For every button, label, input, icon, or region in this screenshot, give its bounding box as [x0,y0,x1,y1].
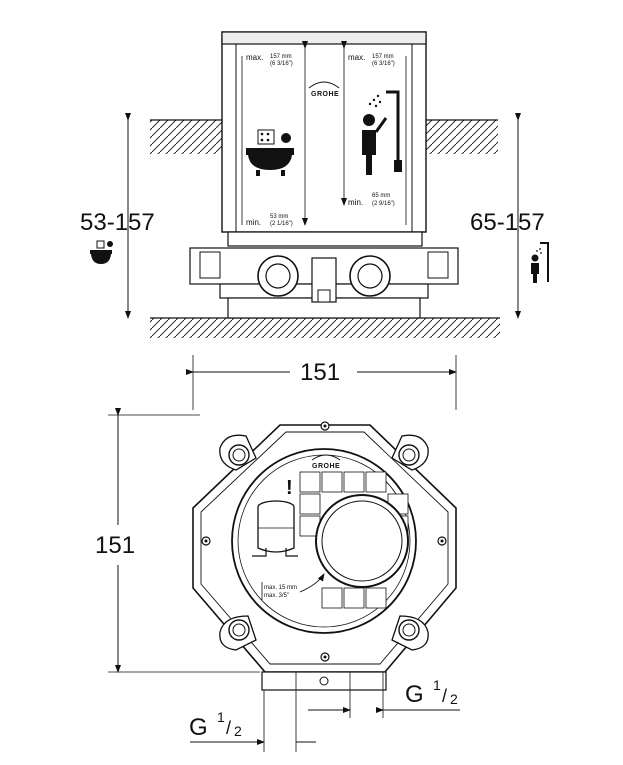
thread-label-left: G 1 / 2 [189,709,242,741]
max-depth-mm: max. 15 mm [264,585,297,591]
svg-text:2: 2 [450,691,458,707]
shower-icon [362,90,402,175]
svg-text:/: / [226,718,231,738]
max-label-left: max. [246,53,263,62]
screws [201,421,447,662]
max-value-right: 157 mm [372,54,394,60]
valve-body-side [189,231,459,319]
max-value-left: 157 mm [270,54,292,60]
warning-mark: ! [286,477,293,499]
mounting-ears [219,434,429,651]
svg-text:1: 1 [217,709,225,725]
brand-logo-front: GROHE [311,454,341,470]
central-port-inner [321,500,403,582]
height-dimension: 151 [95,532,135,559]
bathtub-icon [246,129,294,176]
cartridge-icon [252,500,298,557]
max-label-right: max. [348,53,365,62]
thread-label-right: G 1 / 2 [405,677,458,708]
width-dimension: 151 [300,359,340,386]
bathtub-icon-small [90,240,113,264]
svg-text:/: / [442,686,447,706]
max-inch-left: (6 3/16") [270,61,293,67]
min-label-right: min. [348,198,363,207]
height-range-left: 53-157 [80,209,155,236]
side-section-view: max. 157 mm (6 3/16") max. 157 mm (6 3/1… [80,31,549,338]
min-value-right: 65 mm [372,193,390,199]
front-view: 151 151 [95,355,457,691]
brand-logo-top: GROHE [308,81,340,98]
max-inch-right: (6 3/16") [372,61,395,67]
svg-text:GROHE: GROHE [312,463,340,470]
min-value-left: 53 mm [270,214,288,220]
thread-dimensions [190,672,460,752]
svg-text:GROHE: GROHE [311,91,339,98]
min-inch-right: (2 9/16") [372,201,395,207]
wall-hatch-right [426,120,498,154]
floor-hatch [150,318,500,338]
shower-icon-small [531,242,549,283]
max-depth-inch: max. 3/5" [264,593,289,599]
min-label-left: min. [246,218,261,227]
min-inch-left: (2 1/16") [270,221,293,227]
wall-hatch-left [150,120,222,154]
svg-text:1: 1 [433,677,441,693]
svg-text:2: 2 [234,723,242,739]
extension-sleeve [221,31,427,233]
svg-text:G: G [189,714,208,741]
height-range-right: 65-157 [470,209,545,236]
svg-text:G: G [405,681,424,708]
